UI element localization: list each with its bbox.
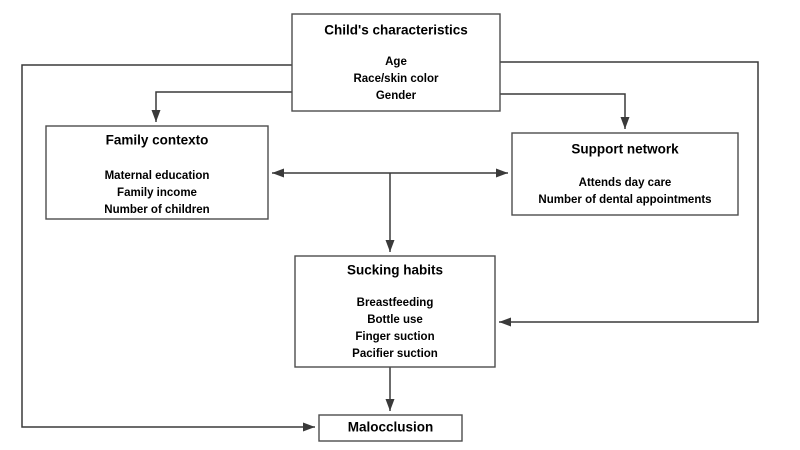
- connector-child-left-to-malocclusion: [21, 64, 315, 432]
- connector-layer: [21, 61, 759, 432]
- node-box-malocclusion: [318, 414, 463, 442]
- connector-child-to-family: [151, 91, 292, 122]
- node-item-sucking-habits-0: Breastfeeding: [357, 297, 434, 309]
- connector-child-to-support: [500, 93, 630, 129]
- connector-child-right-to-sucking-habits: [499, 61, 759, 327]
- node-title-family-contexto: Family contexto: [106, 133, 209, 148]
- node-item-sucking-habits-2: Finger suction: [355, 331, 434, 343]
- node-item-child-characteristics-2: Gender: [376, 90, 417, 102]
- node-title-malocclusion: Malocclusion: [348, 420, 434, 435]
- node-item-sucking-habits-1: Bottle use: [367, 314, 423, 326]
- node-title-sucking-habits: Sucking habits: [347, 263, 443, 278]
- node-box-family-contexto: [45, 125, 269, 220]
- node-malocclusion: Malocclusion: [318, 414, 463, 442]
- node-box-child-characteristics: [291, 13, 501, 112]
- node-item-support-network-0: Attends day care: [579, 177, 672, 189]
- node-item-family-contexto-2: Number of children: [104, 204, 209, 216]
- node-item-family-contexto-0: Maternal education: [105, 170, 210, 182]
- node-item-support-network-1: Number of dental appointments: [538, 194, 711, 206]
- node-item-child-characteristics-0: Age: [385, 56, 407, 68]
- node-box-support-network: [511, 132, 739, 216]
- node-item-child-characteristics-1: Race/skin color: [353, 73, 439, 85]
- node-title-support-network: Support network: [571, 142, 679, 157]
- node-title-child-characteristics: Child's characteristics: [324, 23, 468, 38]
- node-item-family-contexto-1: Family income: [117, 187, 197, 199]
- node-item-sucking-habits-3: Pacifier suction: [352, 348, 438, 360]
- node-box-sucking-habits: [294, 255, 496, 368]
